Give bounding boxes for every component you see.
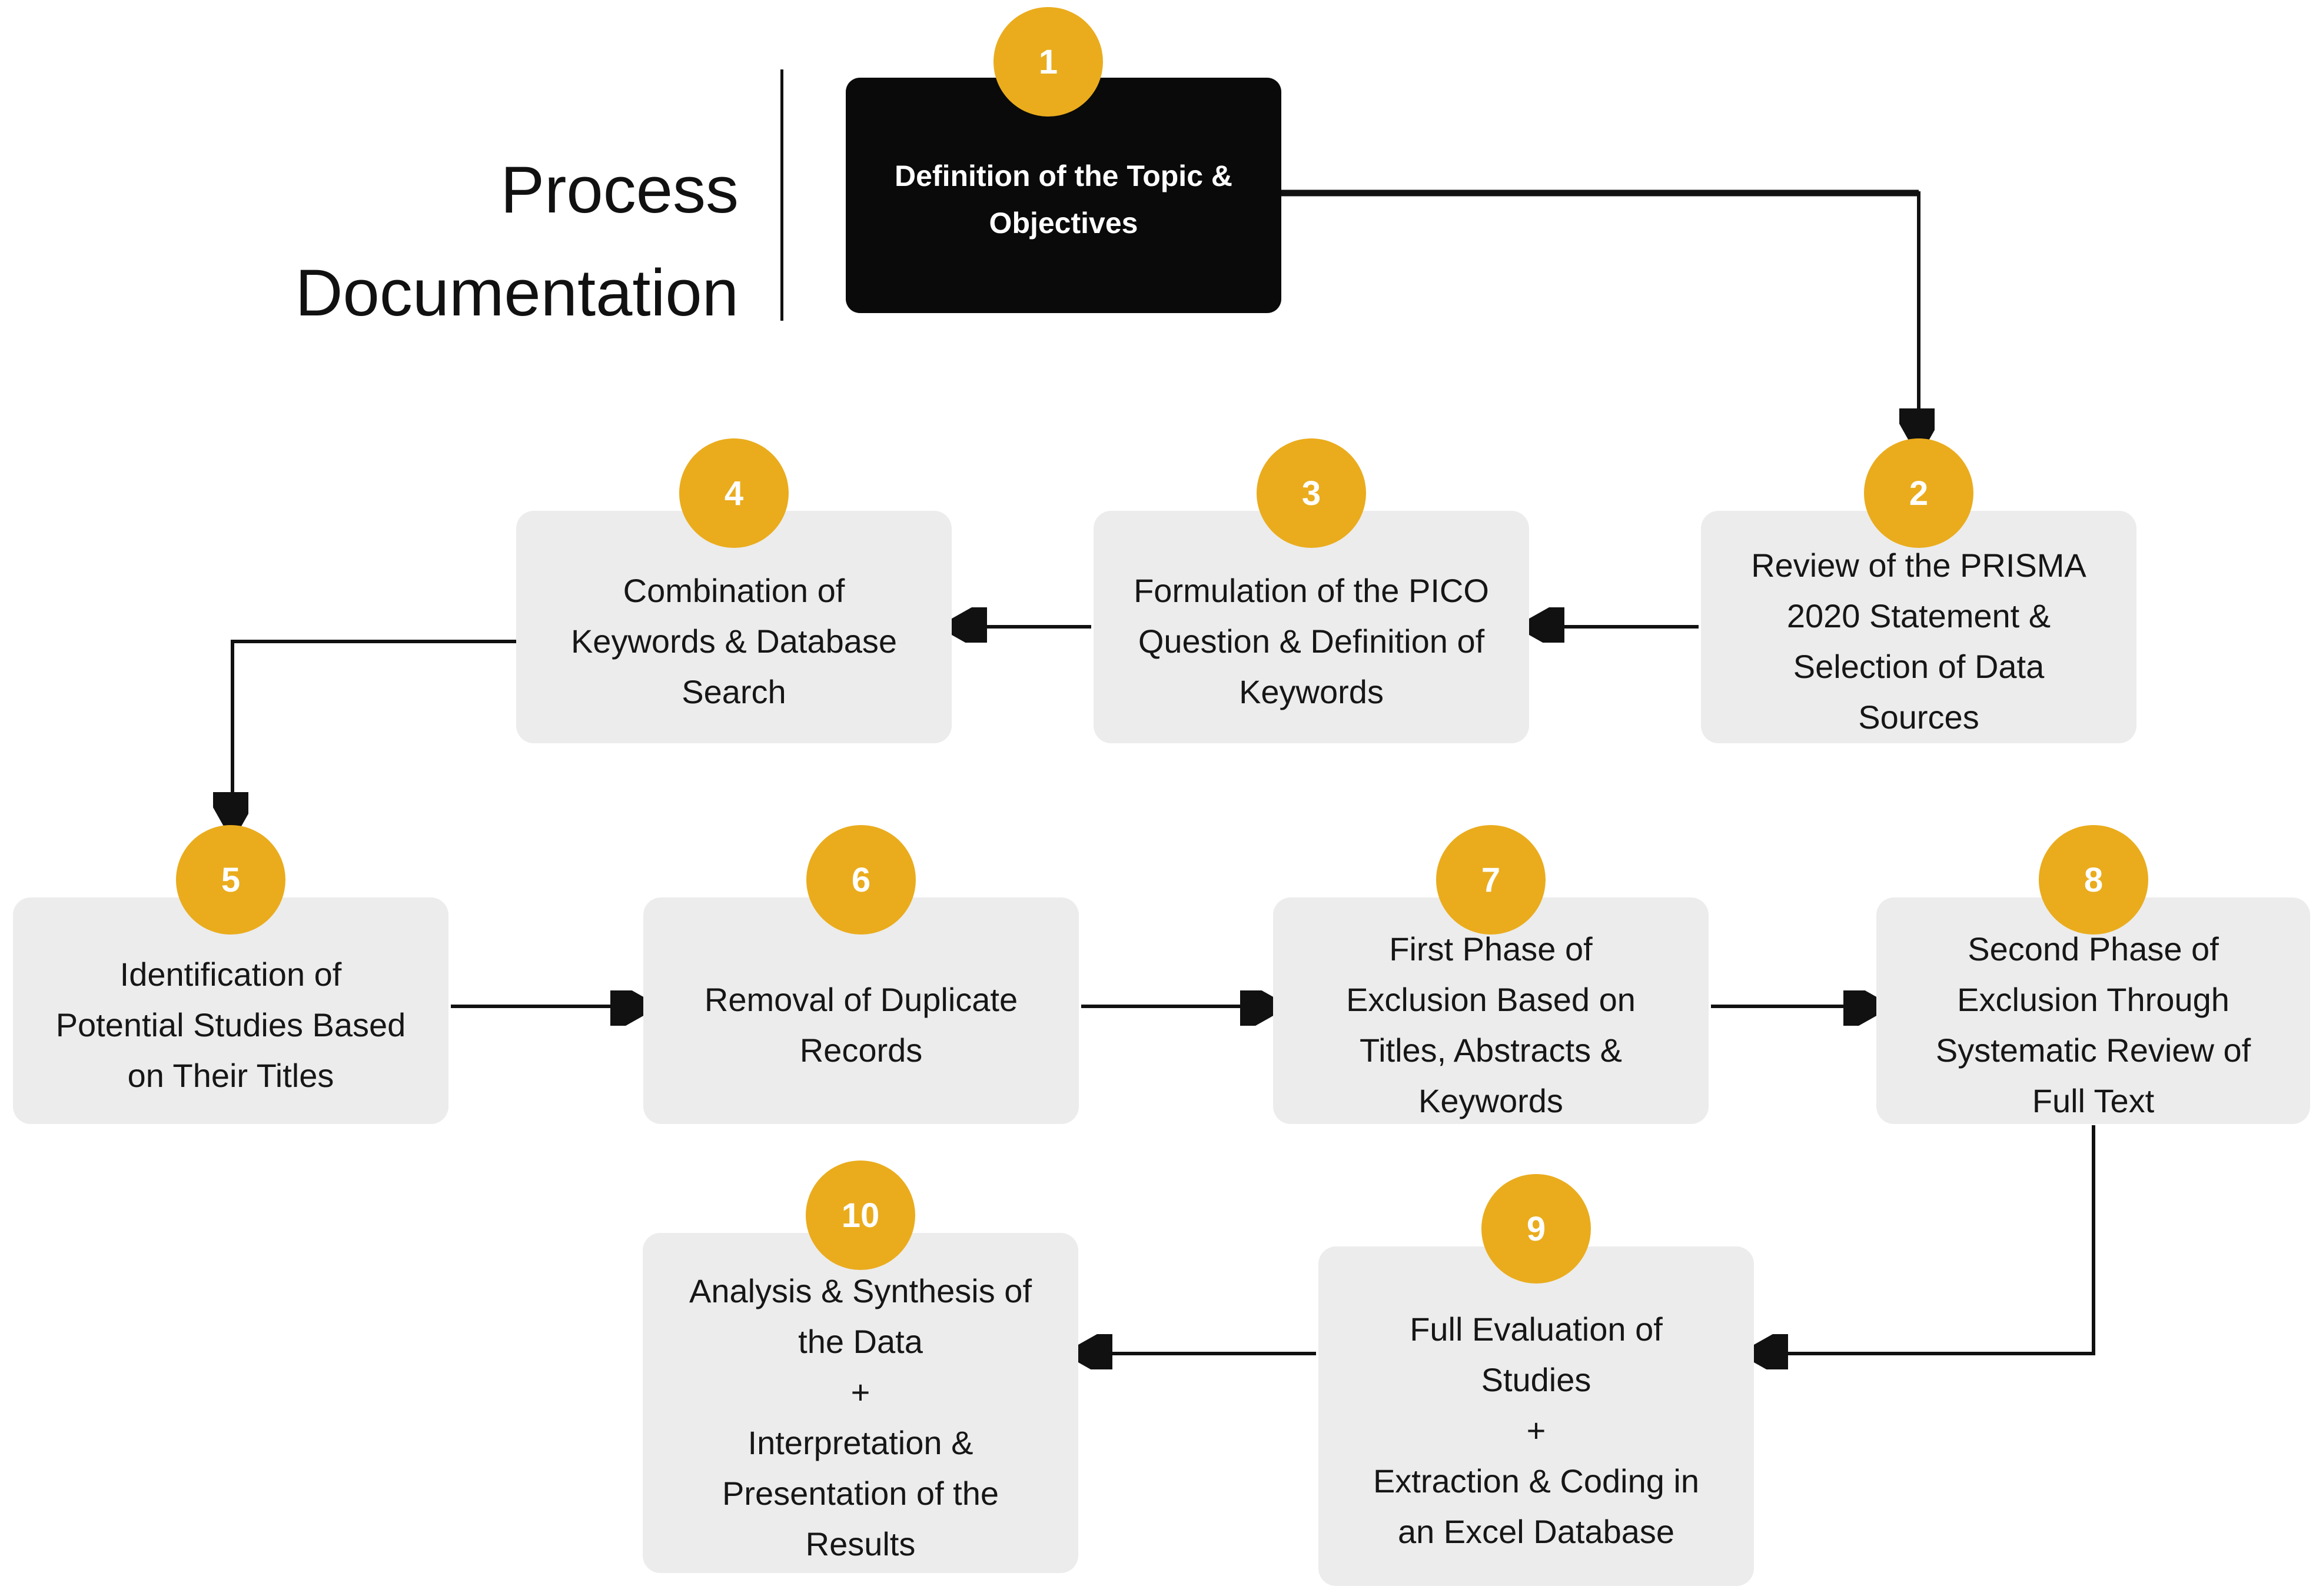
step-box-second-phase-exclusion: Second Phase of Exclusion Through System… <box>1876 897 2310 1124</box>
step-number-badge-6: 6 <box>806 825 916 935</box>
step-number-badge-1: 1 <box>993 7 1103 117</box>
step-number: 4 <box>724 474 744 513</box>
step-number: 2 <box>1909 474 1929 513</box>
step-label: Formulation of the PICO Question & Defin… <box>1134 572 1489 710</box>
step-box-first-phase-exclusion: First Phase of Exclusion Based on Titles… <box>1273 897 1709 1124</box>
step-number: 3 <box>1301 474 1321 513</box>
step-number-badge-9: 9 <box>1481 1174 1591 1284</box>
step-number-badge-2: 2 <box>1864 438 1973 548</box>
step-number-badge-4: 4 <box>679 438 789 548</box>
step-box-keyword-combination: Combination of Keywords & Database Searc… <box>516 511 952 743</box>
step-number: 6 <box>851 860 871 899</box>
step-label: Combination of Keywords & Database Searc… <box>570 572 898 710</box>
step-number: 7 <box>1481 860 1501 899</box>
step-box-review-prisma: Review of the PRISMA 2020 Statement & Se… <box>1701 511 2136 743</box>
step-label: First Phase of Exclusion Based on Titles… <box>1346 930 1636 1119</box>
step-number: 9 <box>1526 1209 1546 1248</box>
step-number-badge-7: 7 <box>1436 825 1546 935</box>
page-title: Process Documentation <box>295 153 739 330</box>
step-label: Removal of Duplicate Records <box>704 981 1018 1069</box>
step-box-definition-topic-objectives: Definition of the Topic & Objectives <box>846 78 1281 313</box>
step-box-identification-studies: Identification of Potential Studies Base… <box>13 897 448 1124</box>
step-box-duplicate-removal: Removal of Duplicate Records <box>643 897 1079 1124</box>
step-label: Full Evaluation of Studies + Extraction … <box>1373 1311 1700 1550</box>
step-number: 5 <box>221 860 241 899</box>
step-label: Identification of Potential Studies Base… <box>55 956 406 1094</box>
step-number-badge-8: 8 <box>2039 825 2148 935</box>
arrow-8-to-9 <box>1760 1125 2095 1354</box>
step-box-full-evaluation: Full Evaluation of Studies + Extraction … <box>1318 1246 1754 1586</box>
step-number-badge-10: 10 <box>806 1161 915 1270</box>
step-box-pico-question: Formulation of the PICO Question & Defin… <box>1094 511 1529 743</box>
step-number-badge-3: 3 <box>1257 438 1366 548</box>
step-label: Second Phase of Exclusion Through System… <box>1935 930 2251 1119</box>
step-number: 10 <box>841 1196 880 1235</box>
step-label: Review of the PRISMA 2020 Statement & Se… <box>1751 547 2086 736</box>
step-label: Definition of the Topic & Objectives <box>895 159 1232 240</box>
step-number: 1 <box>1038 42 1058 81</box>
title-divider <box>780 69 783 321</box>
step-number-badge-5: 5 <box>176 825 285 935</box>
step-label: Analysis & Synthesis of the Data + Inter… <box>689 1272 1032 1562</box>
step-number: 8 <box>2084 860 2104 899</box>
arrow-4-to-5 <box>232 640 516 820</box>
step-box-analysis-synthesis: Analysis & Synthesis of the Data + Inter… <box>643 1233 1078 1573</box>
